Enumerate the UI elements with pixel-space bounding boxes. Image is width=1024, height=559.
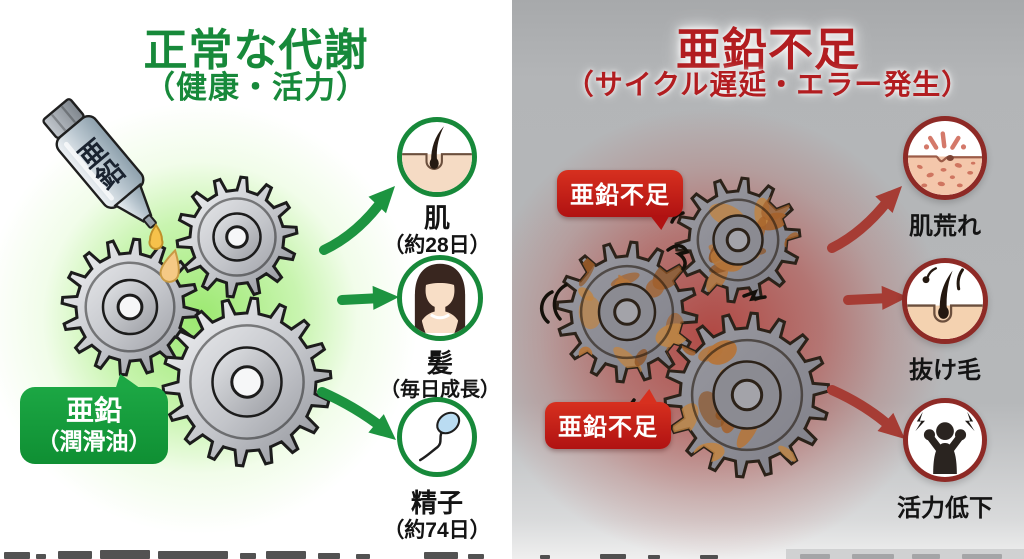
- bottle-label-char-1: 亜: [72, 133, 113, 174]
- caption-fragment: [540, 555, 550, 559]
- caption-fragment: [158, 551, 228, 559]
- cropped-caption-strip: [0, 547, 1024, 559]
- zinc-deficiency-label-2: 亜鉛不足: [545, 389, 671, 449]
- caption-fragment: [800, 554, 830, 559]
- caption-fragment: [962, 554, 1002, 559]
- oil-drop: [148, 223, 164, 250]
- outcome-label-skin: 肌: [423, 203, 450, 233]
- caption-fragment: [36, 554, 46, 559]
- zinc-bottle: 亜 鉛: [42, 98, 157, 229]
- caption-fragment: [468, 554, 484, 559]
- rust-patches: [578, 252, 690, 374]
- sperm-icon: [418, 411, 461, 462]
- gear: [60, 237, 200, 377]
- gear: [175, 175, 299, 299]
- rust-patches: [706, 190, 799, 293]
- caption-fragment: [266, 551, 306, 559]
- outcome-label-hair: 髪: [426, 348, 453, 378]
- bubble-tail: [112, 374, 140, 388]
- outcome-sublabel-skin: （約28日）: [383, 234, 491, 257]
- caption-fragment: [58, 551, 92, 559]
- caption-fragment: [4, 552, 30, 559]
- flow-arrow: [843, 293, 895, 305]
- zinc-label-line2: （潤滑油）: [36, 427, 152, 454]
- hair-follicle-skin-icon: [402, 126, 472, 192]
- oil-smear: [159, 248, 180, 283]
- deficiency-text-1: 亜鉛不足: [570, 182, 670, 209]
- rust-patches: [672, 340, 799, 463]
- caption-fragment: [356, 554, 370, 559]
- caption-gray-band: [786, 549, 1024, 559]
- outcome-label-low-vitality: 活力低下: [897, 495, 993, 522]
- outcome-circle-skin: [397, 117, 477, 197]
- right-title: 亜鉛不足: [675, 24, 860, 75]
- left-subtitle: （健康・活力）: [144, 70, 368, 105]
- outcome-label-sperm: 精子: [410, 488, 463, 518]
- outcome-circle-low-vitality: [903, 398, 987, 482]
- zinc-label-line1: 亜鉛: [65, 395, 122, 426]
- oil-drops: [148, 223, 180, 283]
- bottle-nozzle: [113, 182, 153, 223]
- outcome-sublabel-hair: （毎日成長）: [380, 379, 500, 401]
- green-glow: [0, 102, 418, 534]
- outcome-circle-hair: [397, 255, 483, 341]
- caption-fragment: [318, 553, 340, 559]
- gear: [555, 240, 699, 384]
- bottle-body: [55, 114, 145, 210]
- caption-fragment: [648, 555, 660, 559]
- outcome-circle-sperm: [397, 397, 477, 477]
- bubble-tail: [632, 389, 658, 404]
- flow-arrow: [827, 385, 897, 433]
- caption-fragment: [240, 553, 256, 559]
- crack-marks: [539, 203, 767, 410]
- zinc-deficiency-panel: 亜鉛不足 （サイクル遅延・エラー発生） 亜鉛不足 亜鉛不足: [512, 0, 1024, 559]
- zinc-lubricant-label: 亜鉛 （潤滑油）: [20, 374, 168, 465]
- caption-fragment: [700, 555, 718, 559]
- gear: [161, 296, 333, 468]
- flow-arrow-head: [368, 414, 396, 440]
- gear: [663, 311, 831, 479]
- deficiency-text-2: 亜鉛不足: [558, 414, 658, 441]
- caption-fragment: [100, 550, 150, 559]
- flow-arrow: [337, 293, 387, 305]
- caption-fragment: [600, 554, 626, 559]
- outcome-circle-rough-skin: [903, 116, 987, 200]
- rough-skin-icon: [908, 131, 982, 195]
- normal-metabolism-panel: 正常な代謝 （健康・活力）: [0, 26, 500, 542]
- low-vitality-icon: [915, 411, 975, 475]
- caption-fragment: [912, 554, 940, 559]
- left-title: 正常な代謝: [143, 26, 369, 75]
- flow-arrow-head: [372, 285, 399, 310]
- hair-loss-icon: [907, 267, 983, 339]
- gear: [674, 176, 802, 304]
- caption-fragment: [852, 554, 894, 559]
- outcome-circle-hair-loss: [902, 258, 988, 344]
- woman-hair-icon: [414, 263, 466, 333]
- zinc-deficiency-label-1: 亜鉛不足: [557, 170, 683, 230]
- flow-arrow-head: [877, 412, 905, 439]
- outcome-label-hair-loss: 抜け毛: [909, 357, 981, 384]
- right-subtitle: （サイクル遅延・エラー発生）: [565, 69, 971, 100]
- bubble-tail: [644, 215, 670, 230]
- bottle-label-char-2: 鉛: [90, 154, 131, 195]
- outcome-sublabel-sperm: （約74日）: [383, 519, 491, 542]
- outcome-label-rough-skin: 肌荒れ: [909, 213, 981, 240]
- caption-fragment: [424, 552, 458, 559]
